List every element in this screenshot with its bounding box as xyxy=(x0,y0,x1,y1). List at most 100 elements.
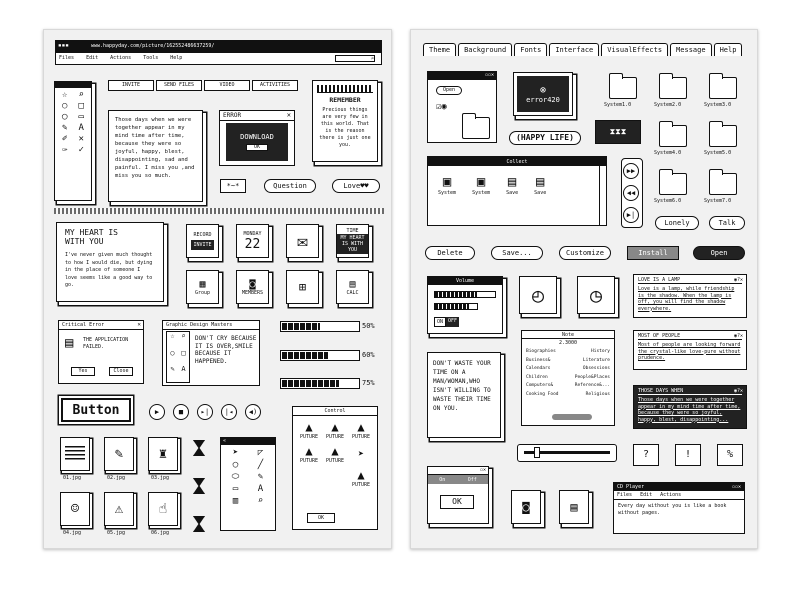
record-app[interactable]: RECORD INVITE xyxy=(186,224,219,258)
folder-icon[interactable] xyxy=(708,121,737,147)
open-button-dark[interactable]: Open xyxy=(693,246,745,260)
square-icon[interactable]: □ xyxy=(181,348,186,357)
next-icon[interactable]: ▸| xyxy=(197,404,213,420)
text-icon[interactable]: A xyxy=(257,484,264,494)
back-icon[interactable]: ◀◀ xyxy=(623,185,639,201)
big-button[interactable]: Button xyxy=(61,398,131,422)
tab-help[interactable]: Help xyxy=(713,43,743,56)
arrow-icon[interactable]: ➤ xyxy=(232,448,239,458)
circle-icon[interactable]: ○ xyxy=(170,348,175,357)
star-icon[interactable]: ☆ xyxy=(170,332,175,340)
file-04[interactable]: ☺ xyxy=(60,492,90,526)
delete-button[interactable]: Delete xyxy=(425,246,475,260)
select-icon[interactable]: ◸ xyxy=(257,448,264,458)
group-app[interactable]: ▦Group xyxy=(186,270,219,304)
window-controls[interactable]: ◉?✕ xyxy=(733,333,743,339)
camera-app[interactable]: ◙ xyxy=(511,490,541,524)
window-controls[interactable]: ◉?✕ xyxy=(733,277,743,283)
tab-background[interactable]: Background xyxy=(458,43,513,56)
menu-edit[interactable]: Edit xyxy=(640,492,653,498)
window-controls[interactable]: ▪▪▪ xyxy=(58,42,69,49)
eraser-icon[interactable]: ✐ xyxy=(62,134,68,144)
file-03[interactable]: ♜ xyxy=(148,437,178,471)
folder-icon[interactable] xyxy=(658,121,687,147)
text-icon[interactable]: A xyxy=(78,123,84,133)
window-controls[interactable]: ▫▫✕ xyxy=(731,484,741,490)
volume-slider[interactable] xyxy=(434,291,496,298)
square-icon[interactable]: □ xyxy=(78,101,84,111)
tab-video[interactable]: VIDEO xyxy=(204,80,250,91)
mail-app[interactable]: ✉ xyxy=(286,224,319,258)
save-item[interactable]: ▤Save xyxy=(506,174,518,196)
brush-icon[interactable]: ✑ xyxy=(62,145,68,155)
calc-grid-app[interactable]: ▤CALC xyxy=(336,270,369,304)
folder-icon[interactable] xyxy=(658,73,687,99)
on-off-toggle[interactable]: ON OFF xyxy=(434,317,460,327)
oval-icon[interactable]: ◯ xyxy=(232,460,239,470)
control-ok-button[interactable]: OK xyxy=(307,513,335,523)
star-icon[interactable]: ☆ xyxy=(62,90,68,100)
note-row[interactable]: Business&Literature xyxy=(526,357,610,366)
menu-help[interactable]: Help xyxy=(170,55,183,61)
picture-item[interactable]: ▲PUTURE xyxy=(297,420,321,440)
oval-icon[interactable]: ◯ xyxy=(62,112,68,122)
balance-slider[interactable] xyxy=(434,303,478,310)
folder-icon[interactable] xyxy=(608,73,637,99)
tab-interface[interactable]: Interface xyxy=(549,43,600,56)
cross-icon[interactable]: ✕ xyxy=(78,134,84,144)
file-01[interactable] xyxy=(60,437,90,471)
file-06[interactable]: ☝ xyxy=(148,492,178,526)
ok-button[interactable]: OK xyxy=(246,144,268,151)
time-app[interactable]: TIME MY HEART IS WITH YOU xyxy=(336,224,369,258)
volume-icon[interactable]: ◀) xyxy=(245,404,261,420)
pen-icon[interactable]: ✎ xyxy=(62,123,68,133)
zoom-icon[interactable]: ⌕ xyxy=(181,332,186,340)
window-controls[interactable]: ▫✕ xyxy=(479,467,486,473)
text-icon[interactable]: A xyxy=(181,365,186,374)
search-input[interactable]: ⌕ xyxy=(335,55,375,62)
ok-button[interactable]: OK xyxy=(440,495,474,509)
document-app[interactable]: ▤ xyxy=(559,490,589,524)
menu-tools[interactable]: Tools xyxy=(143,55,159,61)
ellipse-icon[interactable]: ⬭ xyxy=(231,472,240,482)
skip-icon[interactable]: ▶| xyxy=(623,207,639,223)
note-scroll-button[interactable] xyxy=(552,414,592,420)
close-icon[interactable]: ✕ xyxy=(137,321,141,328)
picture-item[interactable]: ▲PUTURE xyxy=(323,444,347,464)
yes-button[interactable]: Yes xyxy=(71,367,95,376)
tab-visual-effects[interactable]: VisualEffects xyxy=(601,43,669,56)
stop-icon[interactable]: ■ xyxy=(173,404,189,420)
check-icon[interactable]: ✓ xyxy=(78,145,84,155)
picture-item[interactable]: ▲PUTURE xyxy=(297,444,321,464)
pen-icon[interactable]: ✎ xyxy=(257,472,264,482)
file-05[interactable]: ⚠ xyxy=(104,492,134,526)
tab-fonts[interactable]: Fonts xyxy=(514,43,548,56)
tab-send-files[interactable]: SEND FILES xyxy=(156,80,202,91)
scrollbar[interactable] xyxy=(599,166,606,225)
note-row[interactable]: Computers&Reference&... xyxy=(526,382,610,391)
rect-icon[interactable]: ▭ xyxy=(78,112,84,122)
window-controls[interactable]: ▫▫✕ xyxy=(484,72,494,78)
slider-thumb[interactable] xyxy=(534,447,540,458)
menu-edit[interactable]: Edit xyxy=(86,55,99,61)
prev-icon[interactable]: |◂ xyxy=(221,404,237,420)
picture-item[interactable]: ▲PUTURE xyxy=(349,468,373,488)
tab-theme[interactable]: Theme xyxy=(423,43,457,56)
pen-icon[interactable]: ✎ xyxy=(170,365,175,374)
save-button[interactable]: Save... xyxy=(491,246,543,260)
checkbox-icon[interactable]: ☑◉ xyxy=(436,102,447,112)
save-item[interactable]: ▤Save xyxy=(534,174,546,196)
file-02[interactable]: ✎ xyxy=(104,437,134,471)
close-icon[interactable]: ✕ xyxy=(286,111,291,119)
tab-invite[interactable]: INVITE xyxy=(108,80,154,91)
menu-files[interactable]: Files xyxy=(59,55,75,61)
picture-item[interactable]: ▲PUTURE xyxy=(323,420,347,440)
zoom-icon[interactable]: ⌕ xyxy=(78,90,84,100)
line-icon[interactable]: ╱ xyxy=(257,460,264,470)
calendar-app[interactable]: MONDAY 22 xyxy=(236,224,269,258)
rect-icon[interactable]: ▭ xyxy=(232,484,239,494)
